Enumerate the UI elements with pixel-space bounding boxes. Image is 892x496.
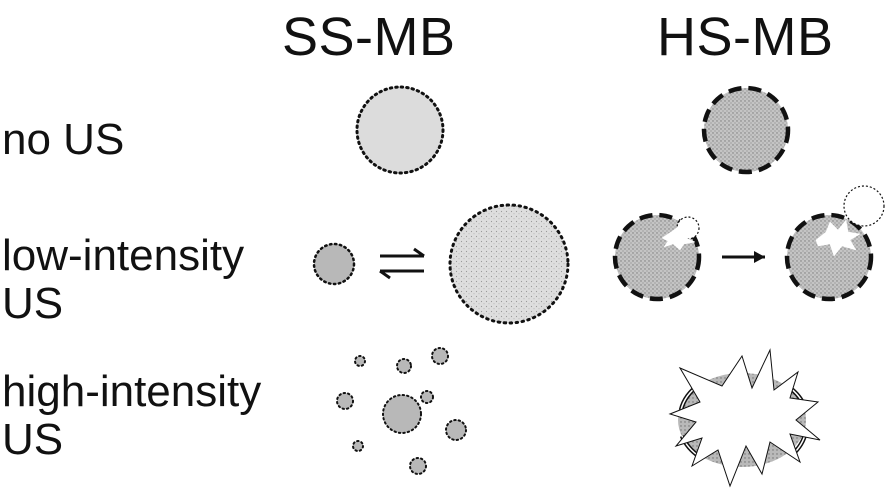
row-label-no-us: no US [2,115,125,164]
column-heading-hs-mb: HS-MB [657,7,834,67]
fragment [431,347,449,365]
row-label-low-line2: US [2,279,64,329]
row-label-high-intensity: high-intensity US [2,367,262,465]
hs-mb-bubble-gas-release-start [612,212,702,302]
burst-icon [668,348,821,488]
column-heading-ss-mb: SS-MB [282,7,456,67]
fragment [352,440,364,452]
burst-icon [815,219,861,257]
ss-mb-compressed-bubble [312,242,356,286]
fragment [336,392,354,410]
fragment [354,355,366,367]
ss-mb-expanded-bubble [448,203,570,325]
hs-mb-bubble-gas-release-progress [784,185,885,302]
fragment [445,419,467,441]
row-label-high-line2: US [2,415,64,465]
row-label-low-intensity: low-intensity US [2,231,245,329]
fragment [396,358,412,374]
hs-mb-no-us-bubble [701,85,791,175]
row-label-no-us-text: no US [2,115,125,164]
fragment [409,457,427,475]
row-label-high-line1: high-intensity [2,367,262,416]
fragment [420,390,434,404]
hs-mb-ruptured-bubble [668,348,821,488]
fragment-center [382,394,422,434]
row-label-low-line1: low-intensity [2,231,245,280]
burst-icon [661,226,696,251]
ss-mb-fragments [336,347,467,475]
right-arrow-icon [722,251,765,263]
equilibrium-arrows-icon [379,247,425,280]
ss-mb-no-us-bubble [355,85,445,175]
